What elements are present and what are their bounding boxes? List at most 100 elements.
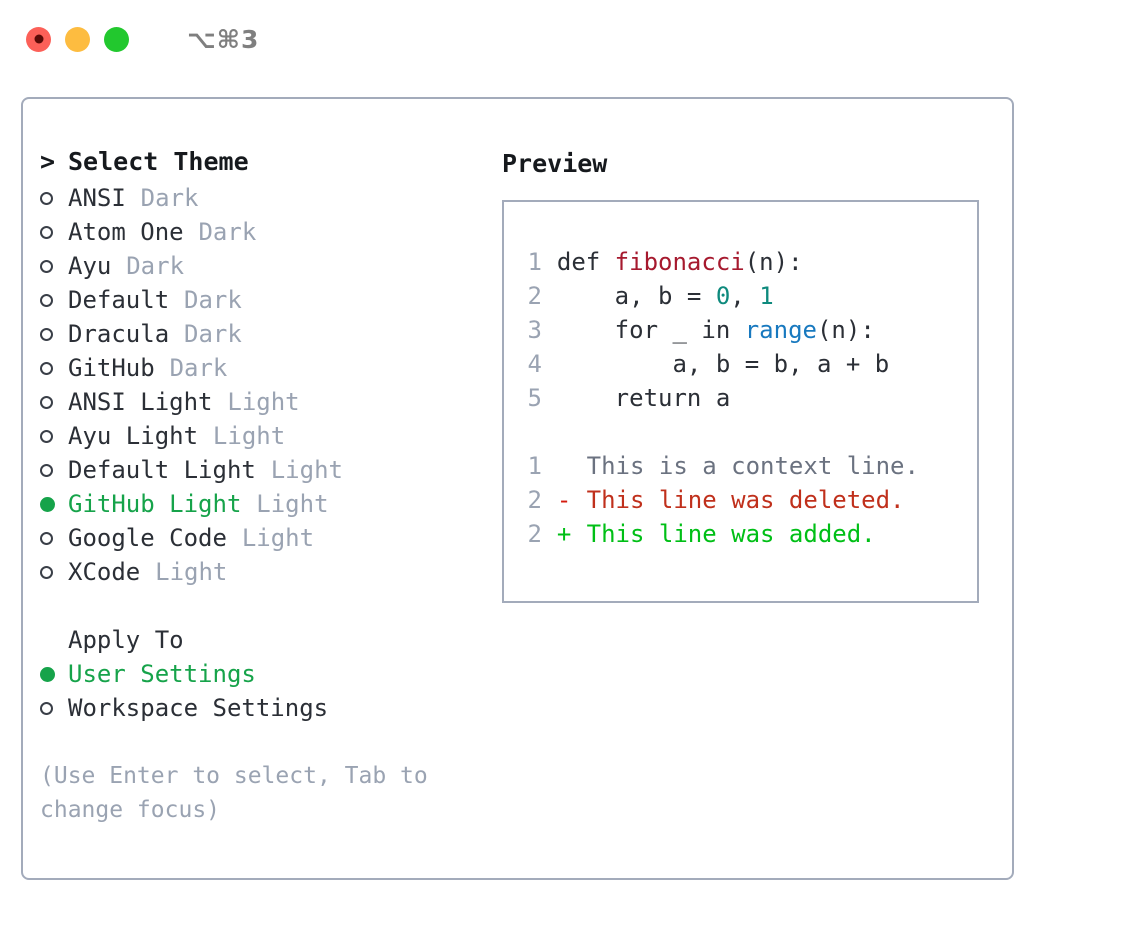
code-line: 5 return a [518,384,977,418]
theme-option-dracula[interactable]: Dracula Dark [40,317,470,351]
code-content: def fibonacci(n): [557,248,803,276]
theme-option-tag: Light [155,558,228,586]
title-bar: ⌥⌘3 [0,0,1140,78]
theme-option-ansi[interactable]: ANSI Dark [40,181,470,215]
code-content: return a [556,384,731,412]
radio-unselected-icon [40,259,68,273]
preview-heading: Preview [502,149,608,178]
radio-unselected-icon [40,293,68,307]
theme-option-google-code[interactable]: Google Code Light [40,521,470,555]
close-button[interactable] [26,26,51,52]
radio-unselected-icon [40,395,68,409]
theme-option-label: Default [68,286,170,314]
diff-marker: - [556,486,572,514]
theme-option-label: GitHub Light [68,490,242,518]
radio-unselected-icon [40,429,68,443]
theme-option-github-light[interactable]: GitHub Light Light [40,487,470,521]
line-number: 2 [527,282,542,310]
theme-option-tag: Light [241,524,315,552]
apply-to-option-label: Workspace Settings [68,694,329,722]
theme-option-label: Ayu Light [68,422,199,450]
theme-option-label: GitHub [68,354,155,382]
code-line: 1 def fibonacci(n): [518,248,977,282]
line-number: 4 [527,350,542,378]
line-number: 1 [527,452,542,480]
line-number: 2 [527,486,542,514]
code-content: a, b = b, a + b [557,350,889,378]
code-token: a, b = [556,282,716,310]
theme-option-default-light[interactable]: Default Light Light [40,453,470,487]
main-panel: > Select Theme ANSI Dark Atom One Dark [21,97,1014,880]
code-token: 1 [759,282,774,310]
code-line: 3 for _ in range(n): [518,316,977,350]
code-token: , [730,282,760,310]
radio-unselected-icon [40,191,68,205]
panel-content: > Select Theme ANSI Dark Atom One Dark [23,99,1012,878]
code-blank-line [518,418,977,452]
theme-option-tag: Dark [169,354,228,382]
caret-icon: > [40,147,56,176]
radio-selected-icon [40,666,68,682]
select-theme-heading: > Select Theme [40,147,470,181]
theme-option-label: Ayu [68,252,112,280]
radio-unselected-icon [40,531,68,545]
radio-unselected-icon [40,701,68,715]
preview-column: Preview 1 def fibonacci(n): 2 a, b = 0, … [502,147,992,603]
line-number: 1 [527,248,542,276]
theme-option-label: ANSI [68,184,126,212]
code-line: 4 a, b = b, a + b [518,350,977,384]
shortcut-label: ⌥⌘3 [187,24,260,54]
code-token: range [744,316,817,344]
keyboard-hint-text: (Use Enter to select, Tab to change focu… [40,763,442,823]
radio-unselected-icon [40,565,68,579]
select-theme-title: Select Theme [68,147,249,176]
traffic-light-group [26,26,129,52]
code-token: fibonacci [614,248,745,276]
apply-to-option-label: User Settings [68,660,256,688]
theme-option-tag: Dark [198,218,257,246]
code-token: return a [556,384,731,412]
line-number: 3 [527,316,542,344]
theme-option-label: XCode [68,558,141,586]
theme-option-label: Dracula [68,320,170,348]
theme-option-xcode[interactable]: XCode Light [40,555,470,589]
zoom-button[interactable] [104,26,129,52]
theme-option-tag: Light [270,456,343,484]
code-content: for _ in range(n): [557,316,875,344]
radio-unselected-icon [40,361,68,375]
theme-option-tag: Dark [184,286,242,314]
apply-to-option-workspace-settings[interactable]: Workspace Settings [40,691,470,725]
apply-to-title: Apply To [68,626,184,654]
theme-option-list: ANSI Dark Atom One Dark Ayu Dark [40,181,470,589]
diff-line-context: 1 This is a context line. [518,452,977,486]
diff-line-deleted: 2 - This line was deleted. [518,486,977,520]
apply-to-heading: Apply To [40,623,470,657]
theme-option-ayu[interactable]: Ayu Dark [40,249,470,283]
minimize-button[interactable] [65,26,90,52]
diff-marker [557,452,587,480]
code-line: 2 a, b = 0, 1 [518,282,977,316]
diff-text: This line was deleted. [586,486,905,514]
theme-option-github[interactable]: GitHub Dark [40,351,470,385]
theme-option-ayu-light[interactable]: Ayu Light Light [40,419,470,453]
theme-option-tag: Dark [184,320,242,348]
theme-option-label: ANSI Light [68,388,213,416]
code-token: 0 [715,282,731,310]
theme-option-default[interactable]: Default Dark [40,283,470,317]
line-number: 2 [527,520,542,548]
code-token: (n): [744,248,803,276]
radio-unselected-icon [40,463,68,477]
code-token: for _ in [556,316,745,344]
code-token: (n): [816,316,875,344]
apply-to-option-user-settings[interactable]: User Settings [40,657,470,691]
diff-text: This line was added. [586,520,876,548]
radio-unselected-icon [40,327,68,341]
theme-option-ansi-light[interactable]: ANSI Light Light [40,385,470,419]
theme-option-tag: Dark [126,252,185,280]
theme-option-atom-one[interactable]: Atom One Dark [40,215,470,249]
diff-marker: + [556,520,572,548]
diff-text: This is a context line. [586,452,919,480]
theme-option-label: Default Light [68,456,256,484]
theme-option-tag: Dark [140,184,199,212]
